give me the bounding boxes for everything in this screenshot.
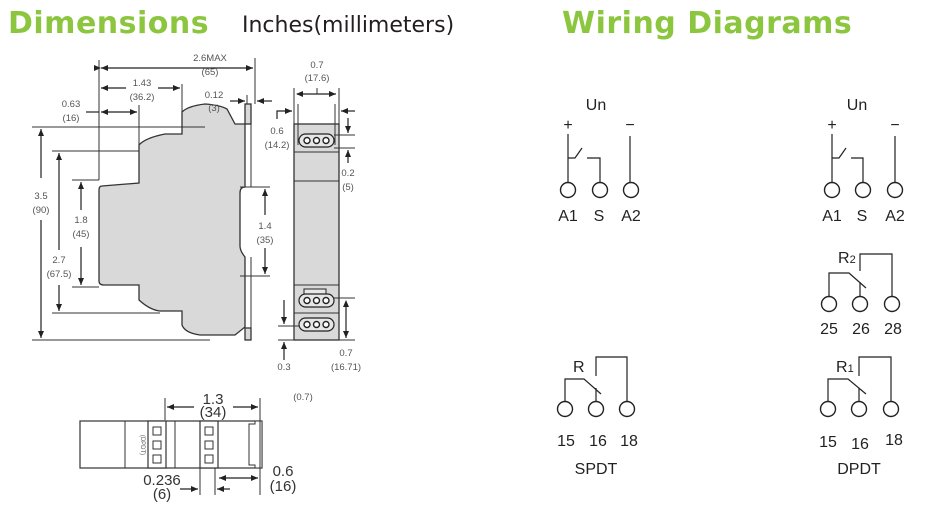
relay-r1-label: R1 <box>836 359 854 376</box>
wiring-heading: Wiring Diagrams <box>562 6 853 41</box>
terminal-label-18: 18 <box>620 433 638 450</box>
dpdt-type-label: DPDT <box>837 461 881 478</box>
dim-terminal-offset: 0.236 <box>143 472 181 489</box>
plus-label: + <box>827 117 836 134</box>
terminal-label-18: 18 <box>885 432 903 449</box>
supply-diagram-dpdt: Un + − A1 S A2 <box>822 97 905 225</box>
terminal-s <box>591 181 609 199</box>
dim-bottom-block: 0.7 <box>339 348 352 359</box>
relay-body-profile <box>98 103 246 336</box>
terminal-label-25: 25 <box>820 321 838 338</box>
relay-r1-diagram: R1 15 16 18 DPDT <box>819 356 903 478</box>
dim-rail-height: 1.4 <box>258 221 271 232</box>
terminal-a1 <box>823 181 841 199</box>
terminal-a1 <box>559 181 577 199</box>
terminal-label-16: 16 <box>589 433 607 450</box>
dim-span: 1.3 <box>203 391 224 408</box>
terminal-28 <box>883 295 901 313</box>
dim-step-width-mm: (36.2) <box>130 92 155 103</box>
dim-end-width: 0.6 <box>273 463 294 480</box>
terminal-label-a2: A2 <box>621 208 641 225</box>
relay-r2-diagram: R2 25 26 28 <box>820 250 902 338</box>
terminal-a2 <box>622 181 640 199</box>
supply-label: Un <box>586 97 606 114</box>
top-body <box>79 420 263 469</box>
dim-bottom-block-mm: (16.71) <box>331 362 361 373</box>
dim-extra-note: (0.7) <box>293 392 313 403</box>
dim-overall-width: 2.6MAX <box>193 53 227 64</box>
dim-front-height-mm: (45) <box>73 229 90 240</box>
spdt-type-label: SPDT <box>575 461 618 478</box>
plus-label: + <box>563 117 572 134</box>
dim-end-width-mm: (16) <box>270 478 297 495</box>
rail-clip-top <box>244 103 252 125</box>
dim-front-width: 0.7 <box>310 60 323 71</box>
dim-step-width: 1.43 <box>133 78 152 89</box>
terminal-label-16: 16 <box>851 436 869 453</box>
terminal-18 <box>618 400 636 418</box>
terminal-26 <box>851 295 869 313</box>
dim-overall-height: 3.5 <box>34 191 47 202</box>
relay-r-label: R <box>573 359 585 376</box>
side-view: 2.6MAX (65) 1.43 (36.2) 0.63 (16) 0.12 (… <box>32 53 274 341</box>
dim-terminal-offset-mm: (6) <box>153 486 171 503</box>
units-subheading: Inches(millimeters) <box>242 13 455 38</box>
terminal-label-28: 28 <box>884 321 902 338</box>
terminal-18 <box>882 400 900 418</box>
dim-mid-height: 2.7 <box>52 255 65 266</box>
dim-front-height: 1.8 <box>74 215 87 226</box>
dim-bottom-offset: 0.3 <box>277 362 290 373</box>
terminal-16 <box>587 400 605 418</box>
front-view: 0.7 (17.6) 0.6 (14.2) 0.2 (5) 0.7 (16.71… <box>265 60 361 403</box>
dim-overall-height-mm: (90) <box>33 205 50 216</box>
terminal-15 <box>556 400 574 418</box>
relay-r2-label: R2 <box>838 250 856 267</box>
dim-overall-width-mm: (65) <box>202 67 219 78</box>
terminal-label-a1: A1 <box>822 208 842 225</box>
terminal-25 <box>820 295 838 313</box>
terminal-16 <box>850 400 868 418</box>
top-view: (DPDT) 1.3 (34) 0.236 (6) 0.6 (16) <box>79 391 297 503</box>
terminal-label-26: 26 <box>852 321 870 338</box>
supply-label: Un <box>847 97 867 114</box>
terminal-label-s: S <box>594 208 605 225</box>
dim-span-mm: (34) <box>200 404 227 421</box>
supply-diagram-spdt: Un + − A1 S A2 <box>558 97 641 225</box>
terminal-15 <box>819 400 837 418</box>
spdt-diagram: R 15 16 18 SPDT <box>556 356 638 478</box>
dim-top-offset: 0.6 <box>270 126 283 137</box>
terminal-label-15: 15 <box>557 433 575 450</box>
rail-clip-bottom <box>244 327 252 341</box>
dim-top-offset-mm: (14.2) <box>265 140 290 151</box>
terminal-label-a2: A2 <box>885 208 905 225</box>
terminal-label-15: 15 <box>819 434 837 451</box>
minus-label: − <box>890 117 899 134</box>
dim-terminal-pitch-mm: (5) <box>342 182 354 193</box>
dim-rail-clip: 0.12 <box>205 90 224 101</box>
dim-front-width-mm: (16) <box>63 113 80 124</box>
minus-label: − <box>625 117 634 134</box>
dim-rail-clip-mm: (3) <box>208 103 220 114</box>
terminal-a2 <box>886 181 904 199</box>
dim-mid-height-mm: (67.5) <box>47 269 72 280</box>
terminal-label-s: S <box>857 208 868 225</box>
dimensions-heading: Dimensions <box>8 6 210 41</box>
dim-front-width: 0.63 <box>62 99 81 110</box>
top-side-label: (DPDT) <box>139 435 145 455</box>
dim-rail-height-mm: (35) <box>257 235 274 246</box>
dim-terminal-pitch: 0.2 <box>341 168 354 179</box>
dim-front-width-mm: (17.6) <box>305 73 330 84</box>
terminal-s <box>854 181 872 199</box>
terminal-label-a1: A1 <box>558 208 578 225</box>
